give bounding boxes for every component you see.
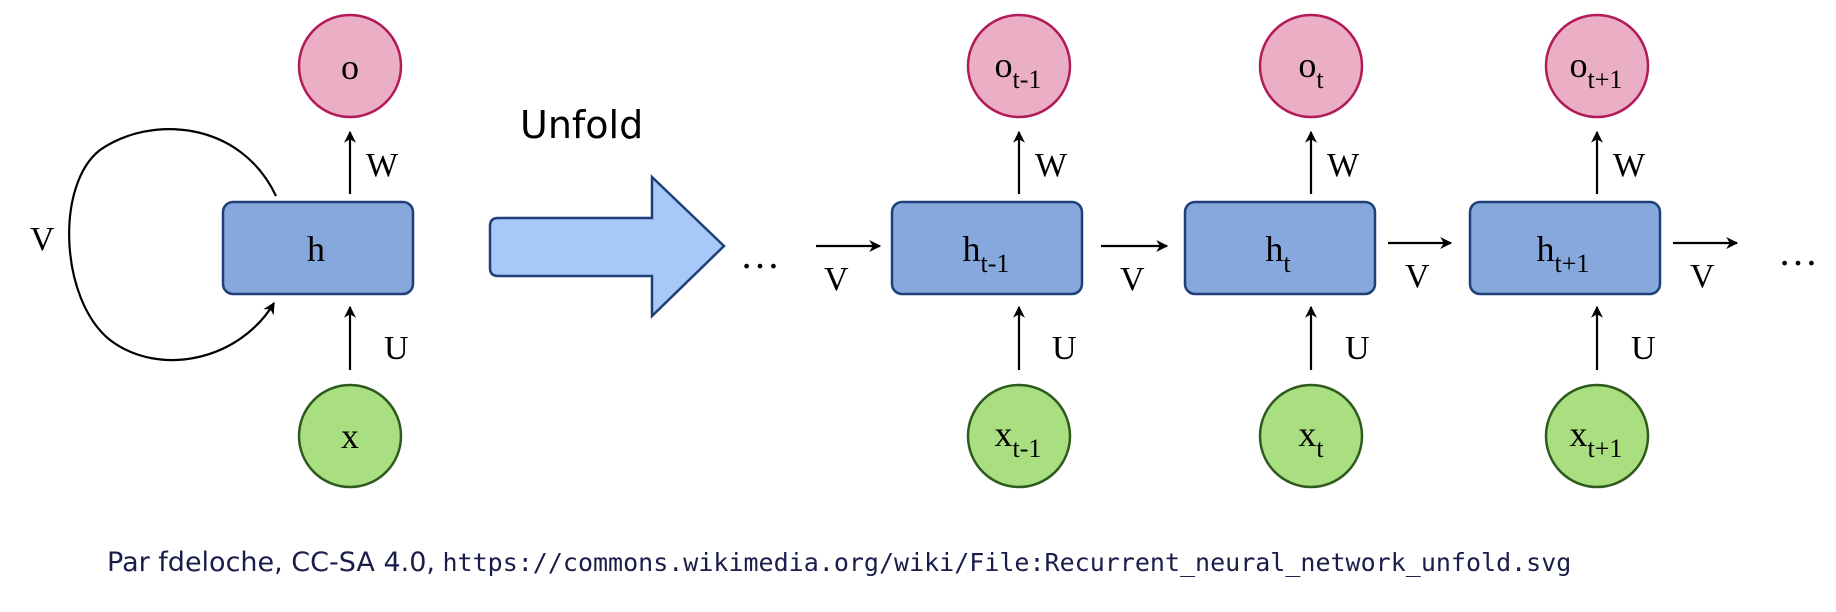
output-label: ot bbox=[1298, 45, 1324, 94]
unfold-arrow-icon bbox=[488, 174, 726, 319]
caption-url[interactable]: https://commons.wikimedia.org/wiki/File:… bbox=[442, 548, 1572, 577]
recurrent-weight-label: V bbox=[1690, 258, 1715, 295]
input-weight-label: U bbox=[1052, 330, 1077, 367]
folded-input-label: x bbox=[341, 416, 359, 456]
hidden-label: ht+1 bbox=[1537, 229, 1590, 278]
hidden-node bbox=[1183, 200, 1377, 296]
input-weight-label: U bbox=[1345, 330, 1370, 367]
unfold-label: Unfold bbox=[520, 103, 643, 147]
folded-network: V o W h U x bbox=[30, 13, 415, 489]
hidden-node bbox=[1468, 200, 1662, 296]
recurrent-loop-arrow bbox=[68, 128, 277, 362]
input-label: xt-1 bbox=[995, 414, 1042, 463]
output-node bbox=[966, 13, 1072, 119]
recurrent-weight-label: V bbox=[1405, 258, 1430, 295]
folded-hidden-label: h bbox=[307, 229, 325, 269]
input-label: xt bbox=[1298, 414, 1324, 463]
folded-output-weight-label: W bbox=[366, 147, 399, 184]
output-weight-label: W bbox=[1035, 147, 1068, 184]
leading-ellipsis: … bbox=[740, 232, 780, 277]
unfolded-step-t-minus-1: ot-1 W ht-1 U xt-1 bbox=[890, 13, 1084, 489]
folded-recurrent-weight-label: V bbox=[30, 221, 55, 258]
recurrent-weight-label: V bbox=[1120, 261, 1145, 298]
folded-hidden-node bbox=[221, 200, 415, 296]
input-node bbox=[1544, 383, 1650, 489]
input-label: xt+1 bbox=[1570, 414, 1623, 463]
output-node bbox=[1258, 13, 1364, 119]
output-label: ot-1 bbox=[995, 45, 1042, 94]
attribution-caption: Par fdeloche, CC-SA 4.0, https://commons… bbox=[107, 547, 1571, 578]
unfolded-step-t-plus-1: ot+1 W ht+1 U xt+1 bbox=[1468, 13, 1662, 489]
input-weight-label: U bbox=[1631, 330, 1656, 367]
output-weight-label: W bbox=[1327, 147, 1360, 184]
recurrent-connections: V V V V bbox=[816, 237, 1739, 298]
hidden-label: ht bbox=[1265, 229, 1291, 278]
caption-author: Par fdeloche, CC-SA 4.0, bbox=[107, 547, 435, 578]
input-node bbox=[966, 383, 1072, 489]
unfolded-step-t: ot W ht U xt bbox=[1183, 13, 1377, 489]
trailing-ellipsis: … bbox=[1778, 229, 1818, 274]
folded-input-node bbox=[297, 383, 403, 489]
folded-input-weight-label: U bbox=[384, 330, 409, 367]
hidden-node bbox=[890, 200, 1084, 296]
rnn-unfold-diagram: V o W h U x Unfold … … ot-1 W ht-1 U xt-… bbox=[30, 13, 1818, 489]
folded-output-node bbox=[297, 13, 403, 119]
output-weight-label: W bbox=[1613, 147, 1646, 184]
recurrent-weight-label: V bbox=[824, 261, 849, 298]
folded-output-label: o bbox=[341, 47, 359, 87]
output-label: ot+1 bbox=[1570, 45, 1623, 94]
hidden-label: ht-1 bbox=[963, 229, 1010, 278]
input-node bbox=[1258, 383, 1364, 489]
output-node bbox=[1544, 13, 1650, 119]
